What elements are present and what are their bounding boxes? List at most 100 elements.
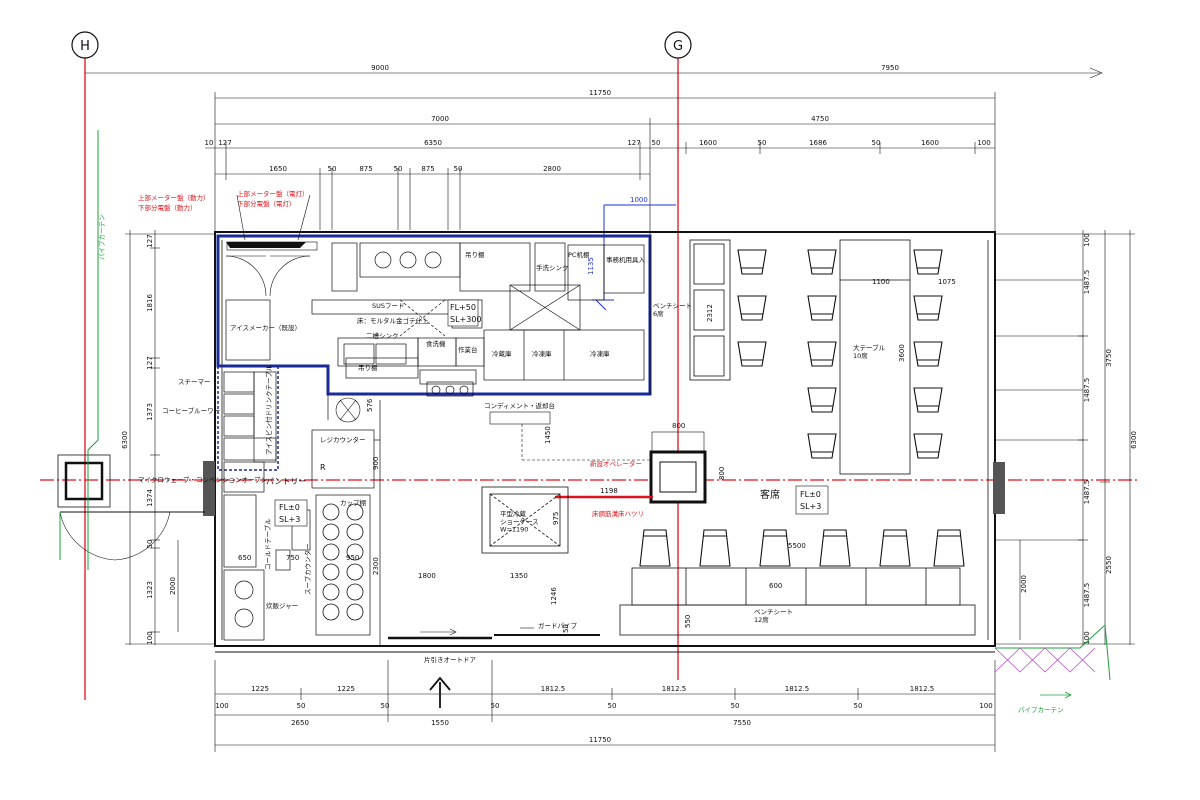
label-microwave: マイクロウェーブ・コンベンションオーブン	[138, 475, 267, 484]
chair-bench12-0	[639, 529, 671, 567]
upper-meter-power: 上部メーター盤（動力）	[138, 193, 210, 202]
chair-table-right-2	[913, 341, 943, 367]
dim-3600: 3600	[898, 344, 906, 362]
chair-bench12-2	[759, 529, 791, 567]
kitchen-door-swings	[225, 255, 311, 297]
label-fridge: 冷蔵庫	[492, 349, 512, 358]
dim-750: 750	[286, 554, 299, 562]
label-rice-jar: 炊飯ジャー	[266, 601, 298, 610]
dim-11750-top: 11750	[589, 89, 611, 97]
label-freezer-1: 冷凍庫	[532, 349, 552, 358]
label-auto-door: 片引きオートドア	[424, 655, 477, 664]
dim-6300-left: 6300	[121, 431, 129, 449]
cup-hole	[322, 583, 340, 601]
kitchen-fixtures	[225, 242, 645, 397]
dimension-lines-right	[995, 230, 1135, 645]
dim-127-a: 127	[218, 139, 231, 147]
label-pantry: パントリー	[266, 477, 306, 486]
label-hand-sink: 手洗シンク	[536, 263, 569, 272]
chair-table-left-4	[807, 433, 837, 459]
dim-127-l2: 127	[146, 356, 154, 369]
seat-fl: FL±0	[800, 490, 821, 499]
dim-1812-a: 1812.5	[541, 685, 566, 693]
dim-650: 650	[238, 554, 251, 562]
dim-576: 576	[366, 398, 374, 412]
label-sus-hood: SUSフード	[372, 302, 405, 310]
dim-100-b1: 100	[215, 702, 228, 710]
condiment-area	[335, 397, 650, 461]
cup-hole	[322, 523, 340, 541]
label-freezer-2: 冷凍庫	[590, 349, 610, 358]
dim-1487-d: 1487.5	[1083, 583, 1091, 608]
chair-bench6-0	[737, 249, 767, 275]
dim-50-b2: 50	[381, 702, 390, 710]
label-two-sink: 二槽シンク	[366, 331, 399, 340]
seating-area	[619, 236, 976, 636]
dim-10: 10	[205, 139, 214, 147]
pipe-curtain-left	[59, 130, 99, 570]
dimension-text-left: 6300 127 1816 127 1373 1374 50 1323 100 …	[121, 234, 177, 644]
cup-holes	[322, 503, 364, 621]
dim-4750: 4750	[811, 115, 829, 123]
electrical-panel-strip	[226, 242, 306, 248]
building-walls	[214, 231, 996, 653]
dim-2800: 2800	[543, 165, 561, 173]
dim-1450: 1450	[544, 426, 552, 444]
dim-1373: 1373	[146, 403, 154, 421]
dim-50-b5: 50	[731, 702, 740, 710]
label-ice-maker: アイスメーカー（既設）	[230, 323, 301, 332]
cup-hole	[322, 543, 340, 561]
dim-100-b2: 100	[979, 702, 992, 710]
chair-table-right-0	[913, 249, 943, 275]
dim-2300: 2300	[372, 557, 380, 575]
label-floor-finish: 床：モルタル金ゴテ仕上	[357, 316, 429, 325]
dimension-lines-left	[125, 230, 215, 645]
outside-left-column	[57, 454, 205, 561]
dimension-text-top: 9000 7950 11750 7000 4750 10 127 6350 12…	[205, 64, 991, 173]
dim-6350: 6350	[424, 139, 442, 147]
label-seating: 客席	[760, 488, 780, 501]
chair-bench12-5	[933, 529, 965, 567]
label-new-operator: 新設オペレーター	[590, 459, 642, 468]
dim-1246: 1246	[550, 587, 558, 605]
pantry-labels: スチーマー コーヒーブルーワー アイスビン付ドリンクテーブル マイクロウェーブ・…	[138, 364, 367, 610]
dim-1350: 1350	[510, 572, 528, 580]
dim-1198: 1198	[600, 487, 618, 495]
dim-50-t2: 50	[758, 139, 767, 147]
chair-bench6-1	[737, 295, 767, 321]
cup-hole	[346, 523, 364, 541]
dim-975: 975	[552, 512, 560, 525]
dim-1075: 1075	[938, 278, 956, 286]
dim-1225-a: 1225	[251, 685, 269, 693]
label-dish-machine: 食洗機	[426, 339, 446, 348]
chairs	[639, 249, 965, 567]
chair-bench6-2	[737, 341, 767, 367]
label-pc-desk: PC机棚	[568, 250, 590, 259]
chair-table-left-3	[807, 387, 837, 413]
kitchen-sl: SL+300	[450, 315, 482, 324]
dim-1323: 1323	[146, 581, 154, 599]
upper-meter-light: 上部メーター盤（電灯）	[237, 189, 309, 198]
dim-950: 950	[346, 554, 359, 562]
dim-50-door: 50	[562, 624, 570, 633]
dim-875-a: 875	[359, 165, 372, 173]
pipe-curtain-right	[994, 623, 1111, 699]
dim-9000: 9000	[371, 64, 389, 72]
dim-100-r1: 100	[1083, 233, 1091, 246]
dim-550: 550	[684, 615, 692, 628]
dim-800-b: 800	[718, 467, 726, 480]
pantry-fixtures	[223, 371, 381, 645]
dim-1600-b: 1600	[921, 139, 939, 147]
grid-label-h: H	[80, 39, 90, 54]
dim-50-b6: 50	[854, 702, 863, 710]
cup-hole	[322, 563, 340, 581]
pantry-sl: SL+3	[279, 515, 300, 524]
dim-1374: 1374	[146, 489, 154, 507]
dim-1600-a: 1600	[699, 139, 717, 147]
dim-1000: 1000	[630, 196, 648, 204]
label-office-storage: 事務机用具入	[606, 255, 646, 264]
dim-50-r4c: 50	[454, 165, 463, 173]
dim-1550: 1550	[431, 719, 449, 727]
